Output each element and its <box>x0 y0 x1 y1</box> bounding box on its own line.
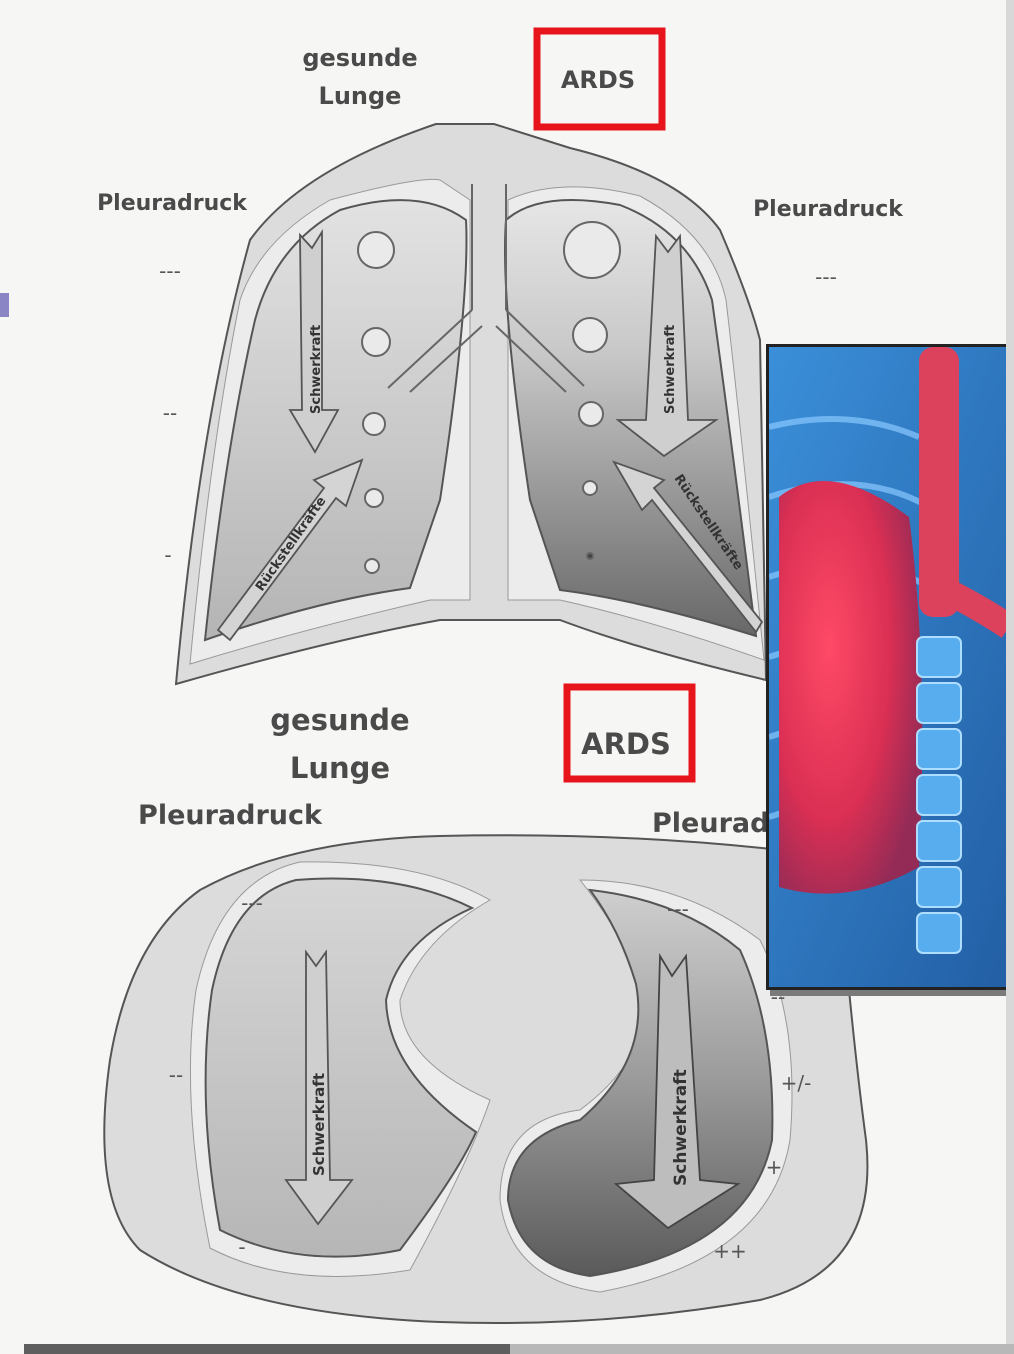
label-healthy-line1: gesunde <box>302 44 417 72</box>
sign-bottom-left-1: --- <box>241 891 263 915</box>
sign-bottom-left-2: -- <box>169 1063 183 1087</box>
gravity-label-right: Schwerkraft <box>663 325 678 414</box>
sign-left-1: --- <box>159 259 181 283</box>
label-healthy-line2: Lunge <box>319 82 402 110</box>
crosssection-diagram: Schwerkraft Schwerkraft gesunde Lunge AR… <box>104 687 867 1323</box>
lung-illustration <box>769 347 1014 990</box>
label-ards-bottom: ARDS <box>581 727 671 761</box>
label-healthy-bottom-line1: gesunde <box>270 703 409 737</box>
pleural-label-bottom-left: Pleuradruck <box>138 800 323 831</box>
gravity-label-bottom-left: Schwerkraft <box>310 1073 328 1176</box>
sign-right-1: --- <box>815 265 837 289</box>
gravity-label-left: Schwerkraft <box>309 325 324 414</box>
sign-bottom-left-3: - <box>238 1235 245 1259</box>
sign-left-2: -- <box>163 401 177 425</box>
bottom-bar-dark <box>24 1344 510 1354</box>
label-healthy-bottom-line2: Lunge <box>290 751 390 785</box>
sign-bottom-right-3: +/- <box>781 1071 812 1095</box>
left-edge-tab <box>0 293 9 317</box>
pleural-label-bottom-right: Pleuradr <box>652 808 783 839</box>
inset-lung-photo <box>766 344 1014 990</box>
sign-bottom-right-1: --- <box>667 897 689 921</box>
gravity-label-bottom-right: Schwerkraft <box>671 1069 691 1186</box>
sign-bottom-right-5: ++ <box>713 1239 747 1263</box>
sign-left-3: - <box>164 543 171 567</box>
sign-bottom-right-4: + <box>766 1155 783 1179</box>
bottom-bar-light <box>510 1344 1014 1354</box>
pleural-label-left: Pleuradruck <box>97 191 248 216</box>
right-page-edge <box>1006 0 1014 1354</box>
pleural-label-right: Pleuradruck <box>753 197 904 222</box>
label-ards: ARDS <box>561 66 635 94</box>
